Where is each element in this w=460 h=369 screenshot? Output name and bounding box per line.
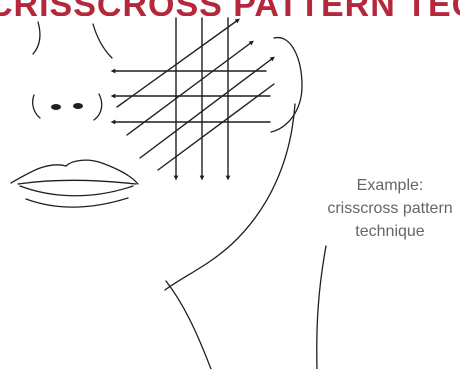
neck-line-right xyxy=(317,246,326,369)
nostril-right xyxy=(73,103,83,109)
caption-line: Example: xyxy=(300,174,460,197)
ear-outline xyxy=(271,38,302,132)
lower-lip xyxy=(20,186,133,196)
diagonal-arrow xyxy=(117,20,238,107)
nose-left xyxy=(33,95,40,118)
jaw-outline xyxy=(165,104,295,290)
lower-lip-shadow xyxy=(26,198,128,207)
neck-line-left xyxy=(166,281,211,369)
nose-right xyxy=(94,94,102,120)
caption-line: crisscross pattern xyxy=(300,197,460,220)
caption-line: technique xyxy=(300,220,460,243)
diagonal-arrow xyxy=(140,58,273,158)
crisscross-pattern xyxy=(113,18,274,178)
nostril-left xyxy=(51,104,61,110)
lip-line xyxy=(18,180,136,184)
eyebrow-line-2 xyxy=(93,24,112,58)
caption: Example: crisscross pattern technique xyxy=(300,174,460,243)
eyebrow-line xyxy=(33,22,40,54)
